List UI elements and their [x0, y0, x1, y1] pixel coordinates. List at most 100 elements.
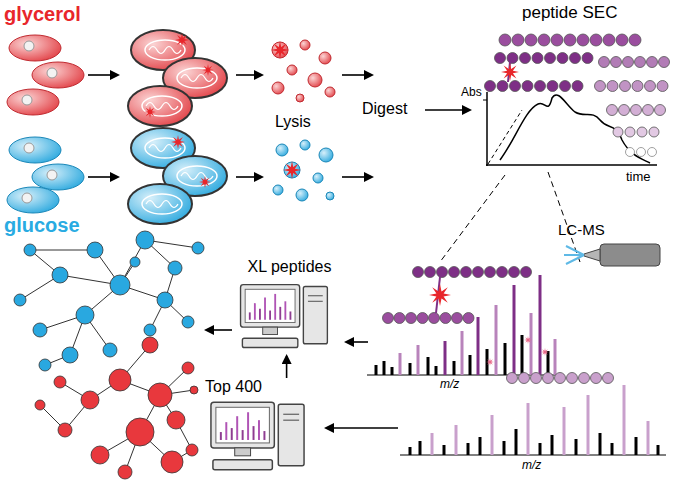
- protein-node: [161, 451, 183, 473]
- screen-peak: [263, 431, 265, 440]
- protein-node: [167, 411, 185, 429]
- peptide-residue: [648, 148, 657, 157]
- spectrum-peak: [527, 403, 530, 455]
- figure-label: Abs: [461, 86, 482, 99]
- cell-nucleus: [22, 193, 32, 203]
- analysis-computer: Top 400: [205, 378, 321, 478]
- protein-node: [35, 400, 45, 410]
- spectrum-peak: [417, 345, 420, 375]
- screen-peak: [253, 426, 255, 440]
- peptide-residue: [463, 313, 474, 324]
- spectrum-peak: [599, 433, 602, 455]
- peptide-residue: [611, 57, 622, 68]
- flow-arrow: [342, 176, 372, 178]
- protein-node: [110, 275, 130, 295]
- protein-node: [190, 386, 198, 394]
- crosslinker-star: [199, 176, 211, 188]
- protein-node: [144, 324, 156, 336]
- peptide-residue: [590, 34, 602, 46]
- crosslinked-cell: [128, 184, 192, 224]
- protein-node: [118, 465, 132, 479]
- peptide-residue: [570, 53, 581, 64]
- flow-arrow: [206, 329, 232, 331]
- protein-node: [58, 423, 72, 437]
- yeast-cell: [32, 164, 84, 190]
- spectrum-peak: [495, 305, 498, 375]
- electrospray: [564, 246, 584, 264]
- spectrum-peak: [427, 357, 430, 375]
- peptide-residue: [499, 34, 511, 46]
- peptide-residue: [497, 81, 508, 92]
- peptide-residue: [643, 105, 654, 116]
- peptide-residue: [507, 373, 518, 384]
- peptide-residue: [531, 373, 542, 384]
- peptide-residue: [582, 53, 593, 64]
- computer-icon: [205, 398, 309, 476]
- figure-label: m/z: [440, 378, 459, 391]
- crosslinker-star: [501, 63, 519, 81]
- peptide-residue: [555, 373, 566, 384]
- screen-peak: [249, 312, 251, 319]
- flow-arrow: [286, 356, 288, 378]
- spectrum-peak: [575, 439, 578, 455]
- flow-arrow: [326, 427, 398, 429]
- peptide-residue: [572, 81, 583, 92]
- crosslinker-star: [283, 161, 301, 179]
- peptide-residue: [452, 313, 463, 324]
- spectrum-peak: [647, 421, 650, 455]
- monitor-screen: [245, 289, 295, 322]
- peptide-residue: [557, 53, 568, 64]
- spectrum-peak: [409, 447, 412, 455]
- spectrum-peak: [467, 443, 470, 455]
- protein-node: [91, 446, 109, 464]
- cell-nucleus: [24, 41, 34, 51]
- lysate-protein: [296, 189, 308, 201]
- computer-label: XL peptides: [235, 258, 344, 276]
- peptide-residue: [394, 313, 405, 324]
- cell-nucleus: [22, 95, 32, 105]
- peptide-residue: [551, 34, 563, 46]
- spectrum-peak: [435, 366, 438, 375]
- peptide-residue: [473, 267, 484, 278]
- peptide-residue: [647, 57, 658, 68]
- spectrum-peak: [521, 335, 524, 375]
- protein-node: [182, 316, 194, 328]
- spectrum-peak: [453, 361, 456, 375]
- yeast-cell: [7, 89, 59, 115]
- screen-peak: [220, 432, 222, 440]
- peptide-residue: [425, 267, 436, 278]
- spectrum-peak: [515, 429, 518, 455]
- crosslinker-star: [429, 284, 451, 306]
- computer-icon: [235, 278, 332, 356]
- tower-slot: [308, 300, 323, 301]
- computer-label: Top 400: [205, 378, 321, 396]
- crosslinker-star: [524, 336, 532, 344]
- flow-arrow: [88, 74, 118, 76]
- peptide-residue: [495, 53, 506, 64]
- lysate-protein: [272, 82, 284, 94]
- spectrum-peak: [539, 275, 542, 375]
- lysate-protein: [287, 65, 297, 75]
- peptide-residue: [655, 105, 666, 116]
- crosslinker-star: [171, 135, 185, 149]
- mitochondrion-cristae: [181, 173, 213, 180]
- lysate-protein: [300, 40, 310, 50]
- peptide-residue: [629, 34, 641, 46]
- spectrum-peak: [635, 437, 638, 455]
- peptide-residue: [532, 53, 543, 64]
- peptide-residue: [649, 127, 659, 137]
- peptide-residue: [577, 34, 589, 46]
- peptide-residue: [623, 57, 634, 68]
- axis-tick: [483, 100, 487, 101]
- zoom-line: [440, 175, 505, 262]
- peptide-residue: [595, 81, 606, 92]
- lysate-protein: [313, 173, 323, 183]
- peptide-residue: [599, 57, 610, 68]
- spectrum-peak: [443, 445, 446, 455]
- crosslinked-cell: [128, 86, 192, 126]
- protein-node: [168, 261, 182, 275]
- spectrum-peak: [611, 443, 614, 455]
- lysate-protein: [273, 185, 283, 195]
- ms-needle: [584, 249, 600, 261]
